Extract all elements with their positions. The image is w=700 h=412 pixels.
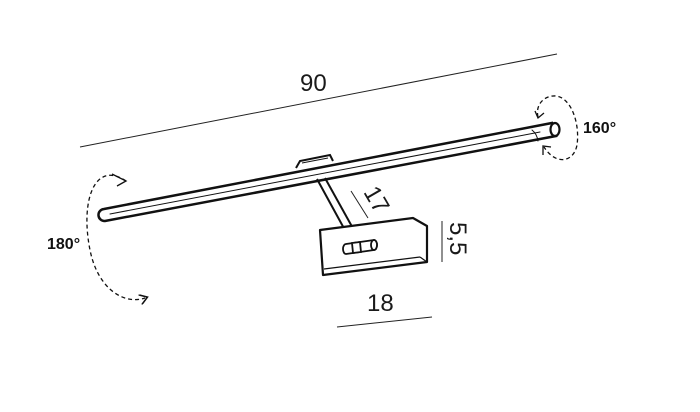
length-dimension-line <box>79 53 558 148</box>
left-rotation-label: 180° <box>47 236 80 253</box>
right-rotation-arrow <box>536 95 579 161</box>
length-label: 90 <box>300 70 327 97</box>
lamp-bar <box>97 121 561 223</box>
arm-label: 17 <box>358 182 395 219</box>
box-width-label: 18 <box>367 290 394 317</box>
right-rotation-label: 160° <box>583 120 616 137</box>
box-width-dimension-line <box>336 316 433 328</box>
box-height-label: 5,5 <box>444 222 471 255</box>
bar-clip <box>295 153 334 169</box>
arm-dimension-line <box>350 190 369 219</box>
pivot-knob <box>342 239 378 255</box>
left-rotation-arrow <box>86 174 145 299</box>
